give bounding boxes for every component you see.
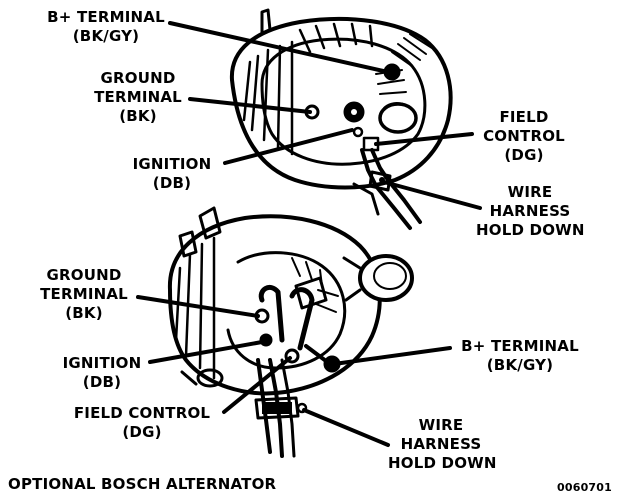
leader-upper-b-plus [168,21,390,74]
leader-lower-ground [136,295,260,318]
leader-lines [136,21,482,447]
label-lower-field-control: FIELD CONTROL (DG) [73,404,211,441]
figure-caption: OPTIONAL BOSCH ALTERNATOR [8,475,277,493]
leader-upper-ignition [223,128,354,165]
leader-lower-field [222,356,292,414]
label-lower-ground-terminal: GROUND TERMINAL (BK) [40,266,128,322]
leader-upper-field [374,132,474,146]
leader-lower-harness [302,408,390,447]
leader-upper-ground [188,97,312,114]
figure-code: 0060701 [557,481,612,494]
upper-alternator-drawing [229,8,453,230]
label-upper-ignition: IGNITION (DB) [132,155,212,192]
label-lower-wire-harness: WIRE HARNESS HOLD DOWN [388,416,497,472]
lower-alternator-drawing [167,206,414,458]
label-upper-field-control: FIELD CONTROL (DG) [483,108,565,164]
label-lower-ignition: IGNITION (DB) [62,354,142,391]
leader-upper-harness [382,180,482,210]
leader-lower-b-plus [332,346,452,366]
leader-lower-ignition [148,340,264,364]
label-upper-wire-harness: WIRE HARNESS HOLD DOWN [476,183,585,239]
label-upper-ground-terminal: GROUND TERMINAL (BK) [94,69,182,125]
label-lower-b-plus-terminal: B+ TERMINAL (BK/GY) [461,337,579,374]
label-upper-b-plus-terminal: B+ TERMINAL (BK/GY) [47,8,165,45]
